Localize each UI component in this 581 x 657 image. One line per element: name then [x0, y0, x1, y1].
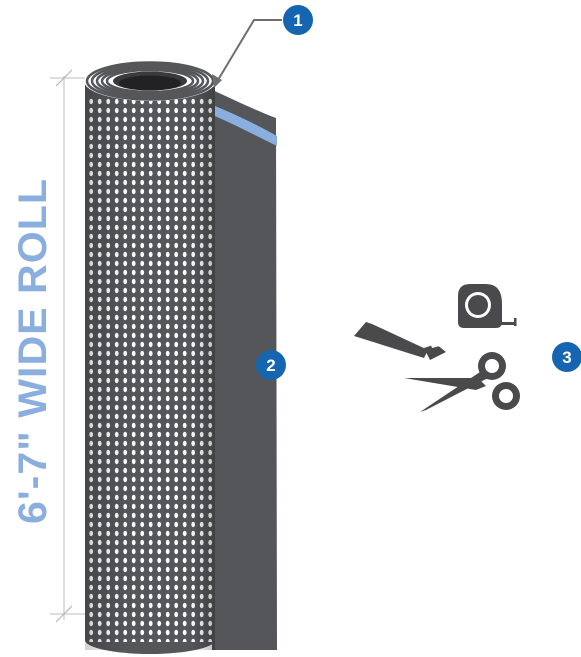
callout-badge-3: 3 [552, 342, 581, 372]
callout-3-number: 3 [562, 348, 571, 367]
membrane-roll [84, 61, 216, 654]
tape-measure-icon [458, 284, 517, 328]
dimension-label: 6'-7" WIDE ROLL [11, 178, 55, 524]
callout-badge-2: 2 [256, 350, 286, 380]
utility-knife-icon [354, 322, 446, 360]
callout-1-number: 1 [293, 11, 302, 30]
callout-2-number: 2 [266, 356, 275, 375]
scissors-icon [404, 352, 520, 412]
callout-badge-1: 1 [283, 5, 313, 35]
callout-1-leader [218, 20, 282, 80]
